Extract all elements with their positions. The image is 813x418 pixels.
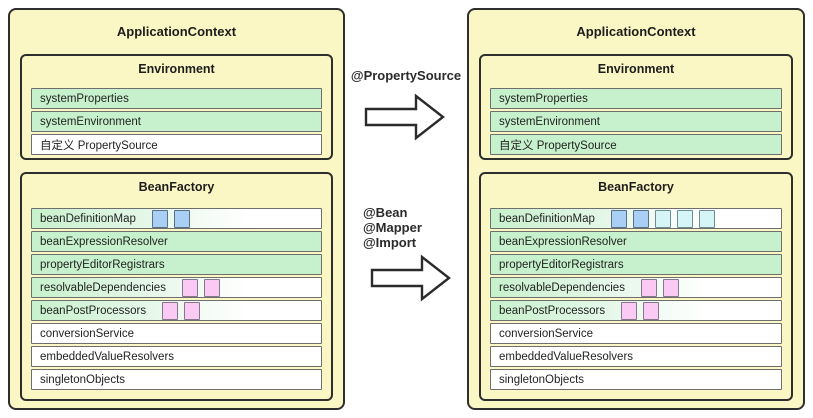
row-label: conversionService	[499, 327, 593, 340]
bean-factory-box: BeanFactory beanDefinitionMap beanExpres…	[20, 172, 333, 401]
bean-factory-rows: beanDefinitionMap beanExpressionResolver…	[490, 208, 782, 390]
row-label: 自定义 PropertySource	[499, 139, 617, 152]
pink-bean-square	[203, 278, 220, 297]
bean-factory-row: beanPostProcessors	[31, 300, 322, 321]
pink-bean-square	[640, 278, 657, 297]
bean-factory-row: beanExpressionResolver	[31, 231, 322, 252]
blue-bean-square	[632, 209, 649, 228]
bean-factory-row: beanDefinitionMap	[31, 208, 322, 229]
environment-title: Environment	[597, 62, 675, 76]
application-context-panel-after: ApplicationContext Environment systemPro…	[467, 8, 805, 410]
bean-factory-row: embeddedValueResolvers	[31, 346, 322, 367]
annotation-bean: @Bean	[363, 205, 408, 220]
row-label: propertyEditorRegistrars	[40, 258, 165, 271]
row-label: beanDefinitionMap	[40, 212, 136, 225]
pink-bean-square	[162, 301, 179, 320]
pink-bean-square	[181, 278, 198, 297]
row-label: systemEnvironment	[40, 115, 141, 128]
environment-row: 自定义 PropertySource	[31, 134, 322, 155]
bean-squares	[162, 301, 201, 320]
environment-row: 自定义 PropertySource	[490, 134, 782, 155]
annotation-property-source: @PropertySource	[350, 68, 462, 83]
blue-bean-square	[173, 209, 190, 228]
cyan-bean-square	[654, 209, 671, 228]
cyan-bean-square	[698, 209, 715, 228]
row-label: embeddedValueResolvers	[40, 350, 175, 363]
pink-bean-square	[621, 301, 638, 320]
annotation-import: @Import	[363, 235, 417, 250]
row-label: systemProperties	[40, 92, 129, 105]
blue-bean-square	[610, 209, 627, 228]
environment-row: systemEnvironment	[31, 111, 322, 132]
row-label: resolvableDependencies	[40, 281, 166, 294]
cyan-bean-square	[676, 209, 693, 228]
bean-squares	[621, 301, 660, 320]
environment-row: systemProperties	[31, 88, 322, 109]
bean-factory-box: BeanFactory beanDefinitionMap beanExpres…	[479, 172, 793, 401]
row-label: singletonObjects	[40, 373, 126, 386]
row-label: singletonObjects	[499, 373, 585, 386]
bean-factory-row: propertyEditorRegistrars	[31, 254, 322, 275]
bean-factory-row: embeddedValueResolvers	[490, 346, 782, 367]
application-context-panel-before: ApplicationContext Environment systemPro…	[8, 8, 345, 410]
bean-squares	[610, 209, 715, 228]
row-label: 自定义 PropertySource	[40, 139, 158, 152]
annotation-stack: @Bean @Mapper @Import	[363, 205, 422, 250]
right-arrow-icon	[364, 93, 445, 141]
bean-factory-row: singletonObjects	[490, 369, 782, 390]
environment-box: Environment systemProperties systemEnvir…	[479, 54, 793, 160]
row-label: systemEnvironment	[499, 115, 600, 128]
annotation-mapper: @Mapper	[363, 220, 422, 235]
bean-factory-row: conversionService	[31, 323, 322, 344]
bean-factory-row: resolvableDependencies	[490, 277, 782, 298]
environment-rows: systemProperties systemEnvironment 自定义 P…	[31, 88, 322, 155]
bean-factory-row: beanDefinitionMap	[490, 208, 782, 229]
bean-squares	[151, 209, 190, 228]
page-title: ApplicationContext	[116, 24, 237, 39]
page-title: ApplicationContext	[576, 24, 696, 39]
pink-bean-square	[184, 301, 201, 320]
row-label: embeddedValueResolvers	[499, 350, 634, 363]
bean-squares	[181, 278, 220, 297]
bean-factory-title: BeanFactory	[138, 180, 215, 194]
bean-factory-title: BeanFactory	[598, 180, 674, 194]
environment-row: systemEnvironment	[490, 111, 782, 132]
bean-factory-row: beanPostProcessors	[490, 300, 782, 321]
bean-squares	[640, 278, 679, 297]
right-arrow-icon	[370, 254, 451, 302]
row-label: beanPostProcessors	[499, 304, 606, 317]
bean-factory-rows: beanDefinitionMap beanExpressionResolver…	[31, 208, 322, 390]
bean-factory-row: resolvableDependencies	[31, 277, 322, 298]
environment-title: Environment	[138, 62, 215, 76]
row-label: beanDefinitionMap	[499, 212, 595, 225]
environment-box: Environment systemProperties systemEnvir…	[20, 54, 333, 160]
bean-factory-row: propertyEditorRegistrars	[490, 254, 782, 275]
row-label: beanPostProcessors	[40, 304, 147, 317]
row-label: resolvableDependencies	[499, 281, 625, 294]
pink-bean-square	[643, 301, 660, 320]
bean-factory-row: beanExpressionResolver	[490, 231, 782, 252]
row-label: beanExpressionResolver	[40, 235, 168, 248]
blue-bean-square	[151, 209, 168, 228]
pink-bean-square	[662, 278, 679, 297]
bean-factory-row: singletonObjects	[31, 369, 322, 390]
environment-rows: systemProperties systemEnvironment 自定义 P…	[490, 88, 782, 155]
environment-row: systemProperties	[490, 88, 782, 109]
row-label: beanExpressionResolver	[499, 235, 627, 248]
row-label: systemProperties	[499, 92, 588, 105]
row-label: propertyEditorRegistrars	[499, 258, 624, 271]
row-label: conversionService	[40, 327, 134, 340]
bean-factory-row: conversionService	[490, 323, 782, 344]
